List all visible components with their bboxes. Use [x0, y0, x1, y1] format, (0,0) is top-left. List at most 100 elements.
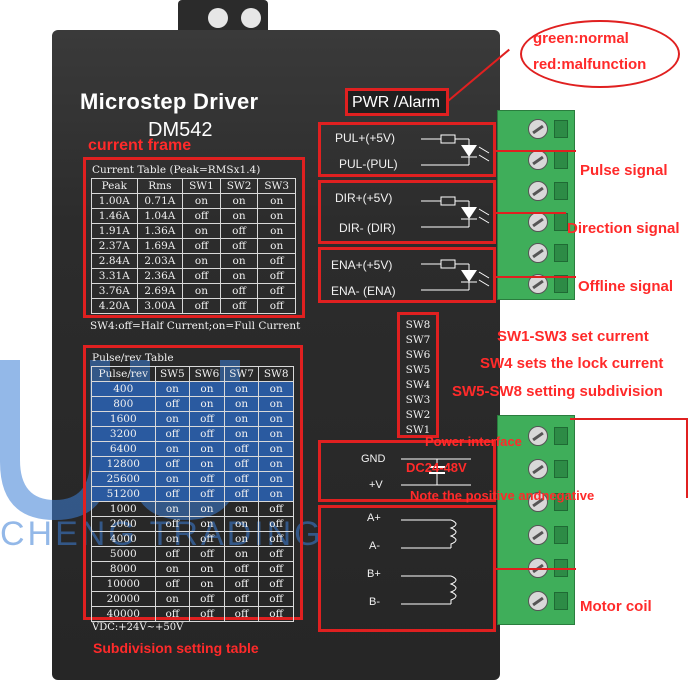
pulse-table-cell: on [189, 576, 225, 592]
dip-switch-label: SW2 [405, 409, 431, 421]
pulse-table-cell: off [258, 591, 294, 607]
pul-plus-label: PUL+(+5V) [335, 131, 396, 145]
pulse-table-cell: 1600 [91, 411, 156, 427]
terminal-screw-icon[interactable] [528, 274, 548, 294]
pulse-table-cell: on [223, 396, 260, 412]
pulse-table-cell: on [258, 396, 294, 412]
optocoupler-icon [421, 259, 490, 291]
motor-coil-frame: A+ A- B+ B- [318, 505, 496, 632]
pulse-table-cell: on [258, 426, 294, 442]
terminal-screw-icon[interactable] [528, 243, 548, 263]
pulse-table-cell: off [154, 426, 191, 442]
pulse-signal-frame: PUL+(+5V) PUL-(PUL) [318, 122, 496, 177]
pulse-table-cell: off [189, 591, 225, 607]
pulse-table-cell: off [189, 471, 225, 487]
pulse-table-cell: off [154, 546, 191, 562]
pulse-table-cell: on [154, 411, 191, 427]
bubble-normal: green:normal [533, 30, 629, 47]
pulse-table-cell: on [154, 441, 191, 457]
pulse-table-cell: 1000 [91, 501, 156, 517]
terminal-slot [554, 213, 568, 231]
leader-motor [496, 568, 576, 570]
current-table-cell: 1.46A [91, 208, 138, 224]
gnd-label: GND [361, 453, 386, 465]
pulse-table-title: Pulse/rev Table [92, 352, 174, 364]
pulse-table-cell: on [258, 456, 294, 472]
sw5-sw8-label: SW5-SW8 setting subdivision [452, 383, 663, 400]
offline-signal-frame: ENA+(+5V) ENA- (ENA) [318, 247, 496, 303]
dip-switch-label: SW1 [405, 424, 431, 436]
pulse-table-header-cell: SW7 [223, 366, 260, 382]
current-table-cell: on [257, 223, 296, 239]
power-interface-label: Power interface [425, 434, 522, 449]
current-table-cell: 1.00A [91, 193, 138, 209]
pulse-table-cell: 400 [91, 381, 156, 397]
mount-hole-left [208, 8, 228, 28]
pulse-table-cell: off [223, 606, 260, 622]
pulse-table-cell: 10000 [91, 576, 156, 592]
terminal-screw-icon[interactable] [528, 591, 548, 611]
current-table-cell: 2.37A [91, 238, 138, 254]
pulse-table-cell: on [258, 441, 294, 457]
terminal-screw-icon[interactable] [528, 525, 548, 545]
terminal-screw-icon[interactable] [528, 181, 548, 201]
current-table-cell: 3.76A [91, 283, 138, 299]
pulse-table-cell: off [223, 471, 260, 487]
terminal-screw-icon[interactable] [528, 459, 548, 479]
current-table-header-cell: SW3 [257, 178, 296, 194]
pulse-table-cell: off [154, 456, 191, 472]
dip-switch-label: SW7 [405, 334, 431, 346]
pulse-table-cell: on [154, 531, 191, 547]
pulse-table-cell: on [223, 546, 260, 562]
pulse-table-cell: on [223, 501, 260, 517]
pulse-table-cell: off [223, 591, 260, 607]
terminal-screw-icon[interactable] [528, 492, 548, 512]
pulse-table-cell: 4000 [91, 531, 156, 547]
capacitor-icon [401, 458, 471, 486]
polarity-note: Note the positive andnegative [410, 488, 595, 503]
terminal-screw-icon[interactable] [528, 212, 548, 232]
terminal-screw-icon[interactable] [528, 426, 548, 446]
pulse-table-cell: off [189, 411, 225, 427]
terminal-screw-icon[interactable] [528, 150, 548, 170]
terminal-slot [554, 244, 568, 262]
pulse-table-cell: on [223, 516, 260, 532]
leader-offline [496, 276, 576, 278]
pulse-table-cell: off [154, 576, 191, 592]
terminal-slot [554, 592, 568, 610]
a-plus-label: A+ [367, 512, 381, 524]
dir-plus-label: DIR+(+5V) [335, 191, 393, 205]
pulse-table-cell: off [154, 516, 191, 532]
current-table-cell: 2.03A [136, 253, 184, 269]
optocoupler-icon [421, 134, 490, 166]
current-table-cell: off [257, 283, 296, 299]
terminal-screw-icon[interactable] [528, 119, 548, 139]
pulse-table-cell: 2000 [91, 516, 156, 532]
motor-coil-label: Motor coil [580, 598, 652, 615]
pulse-table-cell: 25600 [91, 471, 156, 487]
device-model: DM542 [148, 119, 213, 141]
pulse-table-footnote: VDC:+24V~+50V [92, 622, 184, 633]
terminal-slot [554, 182, 568, 200]
dip-switch-label: SW5 [405, 364, 431, 376]
subdivision-table-label: Subdivision setting table [93, 640, 259, 656]
current-table-header-cell: Peak [91, 178, 138, 194]
pulse-table-cell: off [258, 516, 294, 532]
pulse-table-cell: on [154, 501, 191, 517]
a-minus-label: A- [369, 540, 380, 552]
motor-coil-icon [401, 519, 457, 605]
pwr-alarm-label: PWR /Alarm [352, 94, 440, 111]
dip-switch-label: SW4 [405, 379, 431, 391]
